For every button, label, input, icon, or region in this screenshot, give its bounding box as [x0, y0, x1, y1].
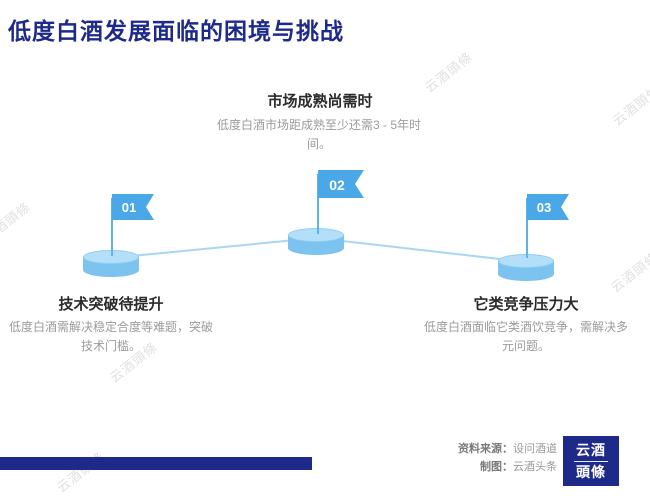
milestone-1-title: 技术突破待提升: [58, 296, 164, 313]
cylinder-top: [288, 228, 344, 242]
footer-accent-bar: [0, 457, 312, 470]
milestone-1-flagpole: [111, 198, 113, 256]
milestone-3-flag-icon: 03: [527, 194, 569, 220]
logo-divider: [574, 460, 608, 462]
source-value: 设问酒道: [513, 443, 557, 455]
source-line: 资料来源：设问酒道: [458, 440, 557, 458]
logo-line-2: 頭條: [576, 463, 606, 480]
cylinder-bottom: [498, 267, 554, 281]
credit-value: 云酒头条: [513, 461, 557, 473]
milestone-1-description: 低度白酒需解决稳定合度等难题，突破技术门槛。: [8, 320, 213, 354]
milestone-3-platform: [498, 254, 554, 281]
credits: 资料来源：设问酒道 制图：云酒头条: [458, 440, 557, 476]
milestone-3-description: 低度白酒面临它类酒饮竞争，需解决多元问题。: [423, 320, 628, 354]
milestone-1-flag-icon: 01: [112, 194, 154, 220]
cylinder-bottom: [288, 241, 344, 255]
milestone-2-platform: [288, 228, 344, 255]
milestone-2-flagpole: [317, 174, 319, 234]
brand-logo: 云酒 頭條: [563, 436, 619, 486]
milestone-3-title: 它类竞争压力大: [473, 296, 579, 313]
milestone-2-title: 市场成熟尚需时: [267, 93, 373, 110]
milestone-2-number: 02: [329, 177, 345, 193]
page-title: 低度白酒发展面临的困境与挑战: [8, 18, 344, 44]
milestone-2-description: 低度白酒市场距成熟至少还需3 - 5年时间。: [216, 118, 421, 152]
milestone-1-number: 01: [122, 200, 136, 215]
milestone-3-number: 03: [537, 200, 551, 215]
logo-line-1: 云酒: [576, 441, 606, 458]
cylinder-bottom: [83, 263, 139, 277]
source-label: 资料来源：: [458, 443, 513, 455]
milestone-3-flagpole: [526, 198, 528, 258]
credit-label: 制图：: [480, 461, 513, 473]
milestone-2-flag-icon: 02: [318, 170, 364, 198]
credit-line: 制图：云酒头条: [458, 458, 557, 476]
